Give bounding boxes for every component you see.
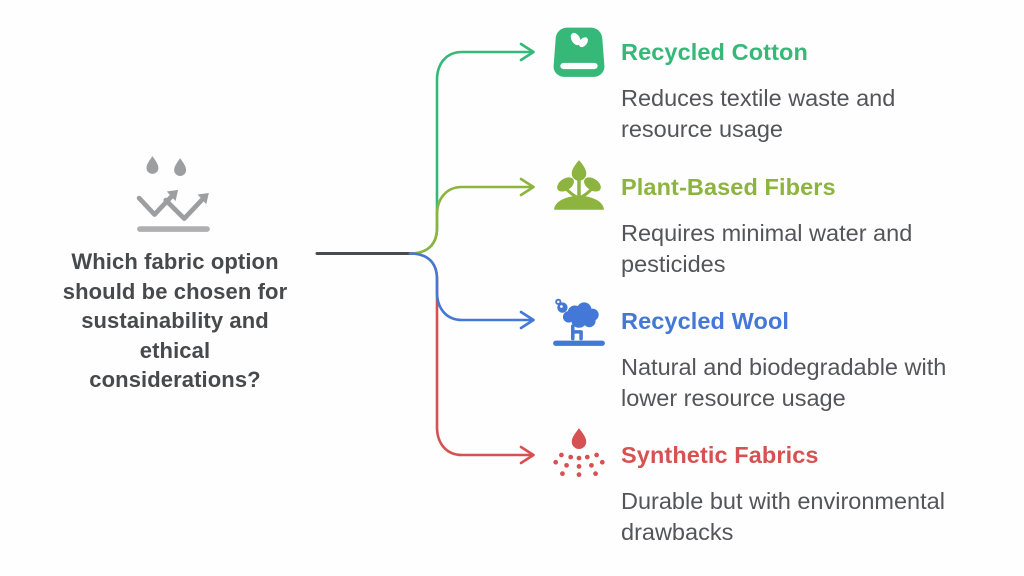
description-line: Durable but with environmental: [621, 488, 945, 514]
arrowhead-icon: [519, 310, 535, 330]
water-repellent-fabric-icon: [136, 153, 214, 235]
branch-synthetic-fabrics: Synthetic Fabrics Durable but with envir…: [550, 426, 945, 548]
description-line: Reduces textile waste and: [621, 85, 896, 111]
branch-recycled-cotton: Recycled Cotton Reduces textile waste an…: [550, 23, 895, 145]
branch-recycled-wool: Recycled Wool Natural and biodegradable …: [550, 292, 946, 414]
branch-line-recycled-wool: [408, 252, 535, 330]
question-line: sustainability and: [81, 308, 269, 334]
branch-description: Durable but with environmental drawbacks: [621, 486, 945, 548]
description-line: Requires minimal water and: [621, 220, 913, 246]
description-line: pesticides: [621, 251, 726, 277]
arrowhead-icon: [519, 42, 535, 62]
plant-sprout-icon: [550, 158, 608, 216]
recycled-cotton-fabric-icon: [550, 23, 608, 81]
arrowhead-icon: [519, 445, 535, 465]
arrowhead-icon: [519, 177, 535, 197]
branch-label: Plant-Based Fibers: [621, 173, 836, 200]
question-line: considerations?: [89, 367, 261, 393]
question-text: Which fabric option should be chosen for…: [46, 247, 304, 395]
branch-line-plant-based-fibers: [408, 177, 535, 255]
branch-plant-based-fibers: Plant-Based Fibers Requires minimal wate…: [550, 158, 912, 280]
branch-description: Natural and biodegradable with lower res…: [621, 352, 946, 414]
branch-label: Recycled Cotton: [621, 38, 808, 65]
branch-line-recycled-cotton: [408, 42, 535, 255]
description-line: Natural and biodegradable with: [621, 354, 947, 380]
branch-description: Requires minimal water and pesticides: [621, 218, 912, 280]
branch-line-synthetic-fabrics: [408, 252, 535, 465]
branch-label: Recycled Wool: [621, 307, 790, 334]
question-line: should be chosen for: [62, 278, 288, 304]
sheep-icon: [550, 292, 608, 350]
question-line: Which fabric option: [71, 249, 279, 274]
branch-description: Reduces textile waste and resource usage: [621, 83, 895, 145]
description-line: resource usage: [621, 116, 783, 142]
description-line: drawbacks: [621, 519, 734, 545]
branch-label: Synthetic Fabrics: [621, 441, 819, 468]
description-line: lower resource usage: [621, 385, 846, 411]
spray-droplets-icon: [550, 426, 608, 484]
question-line: ethical: [139, 337, 211, 363]
